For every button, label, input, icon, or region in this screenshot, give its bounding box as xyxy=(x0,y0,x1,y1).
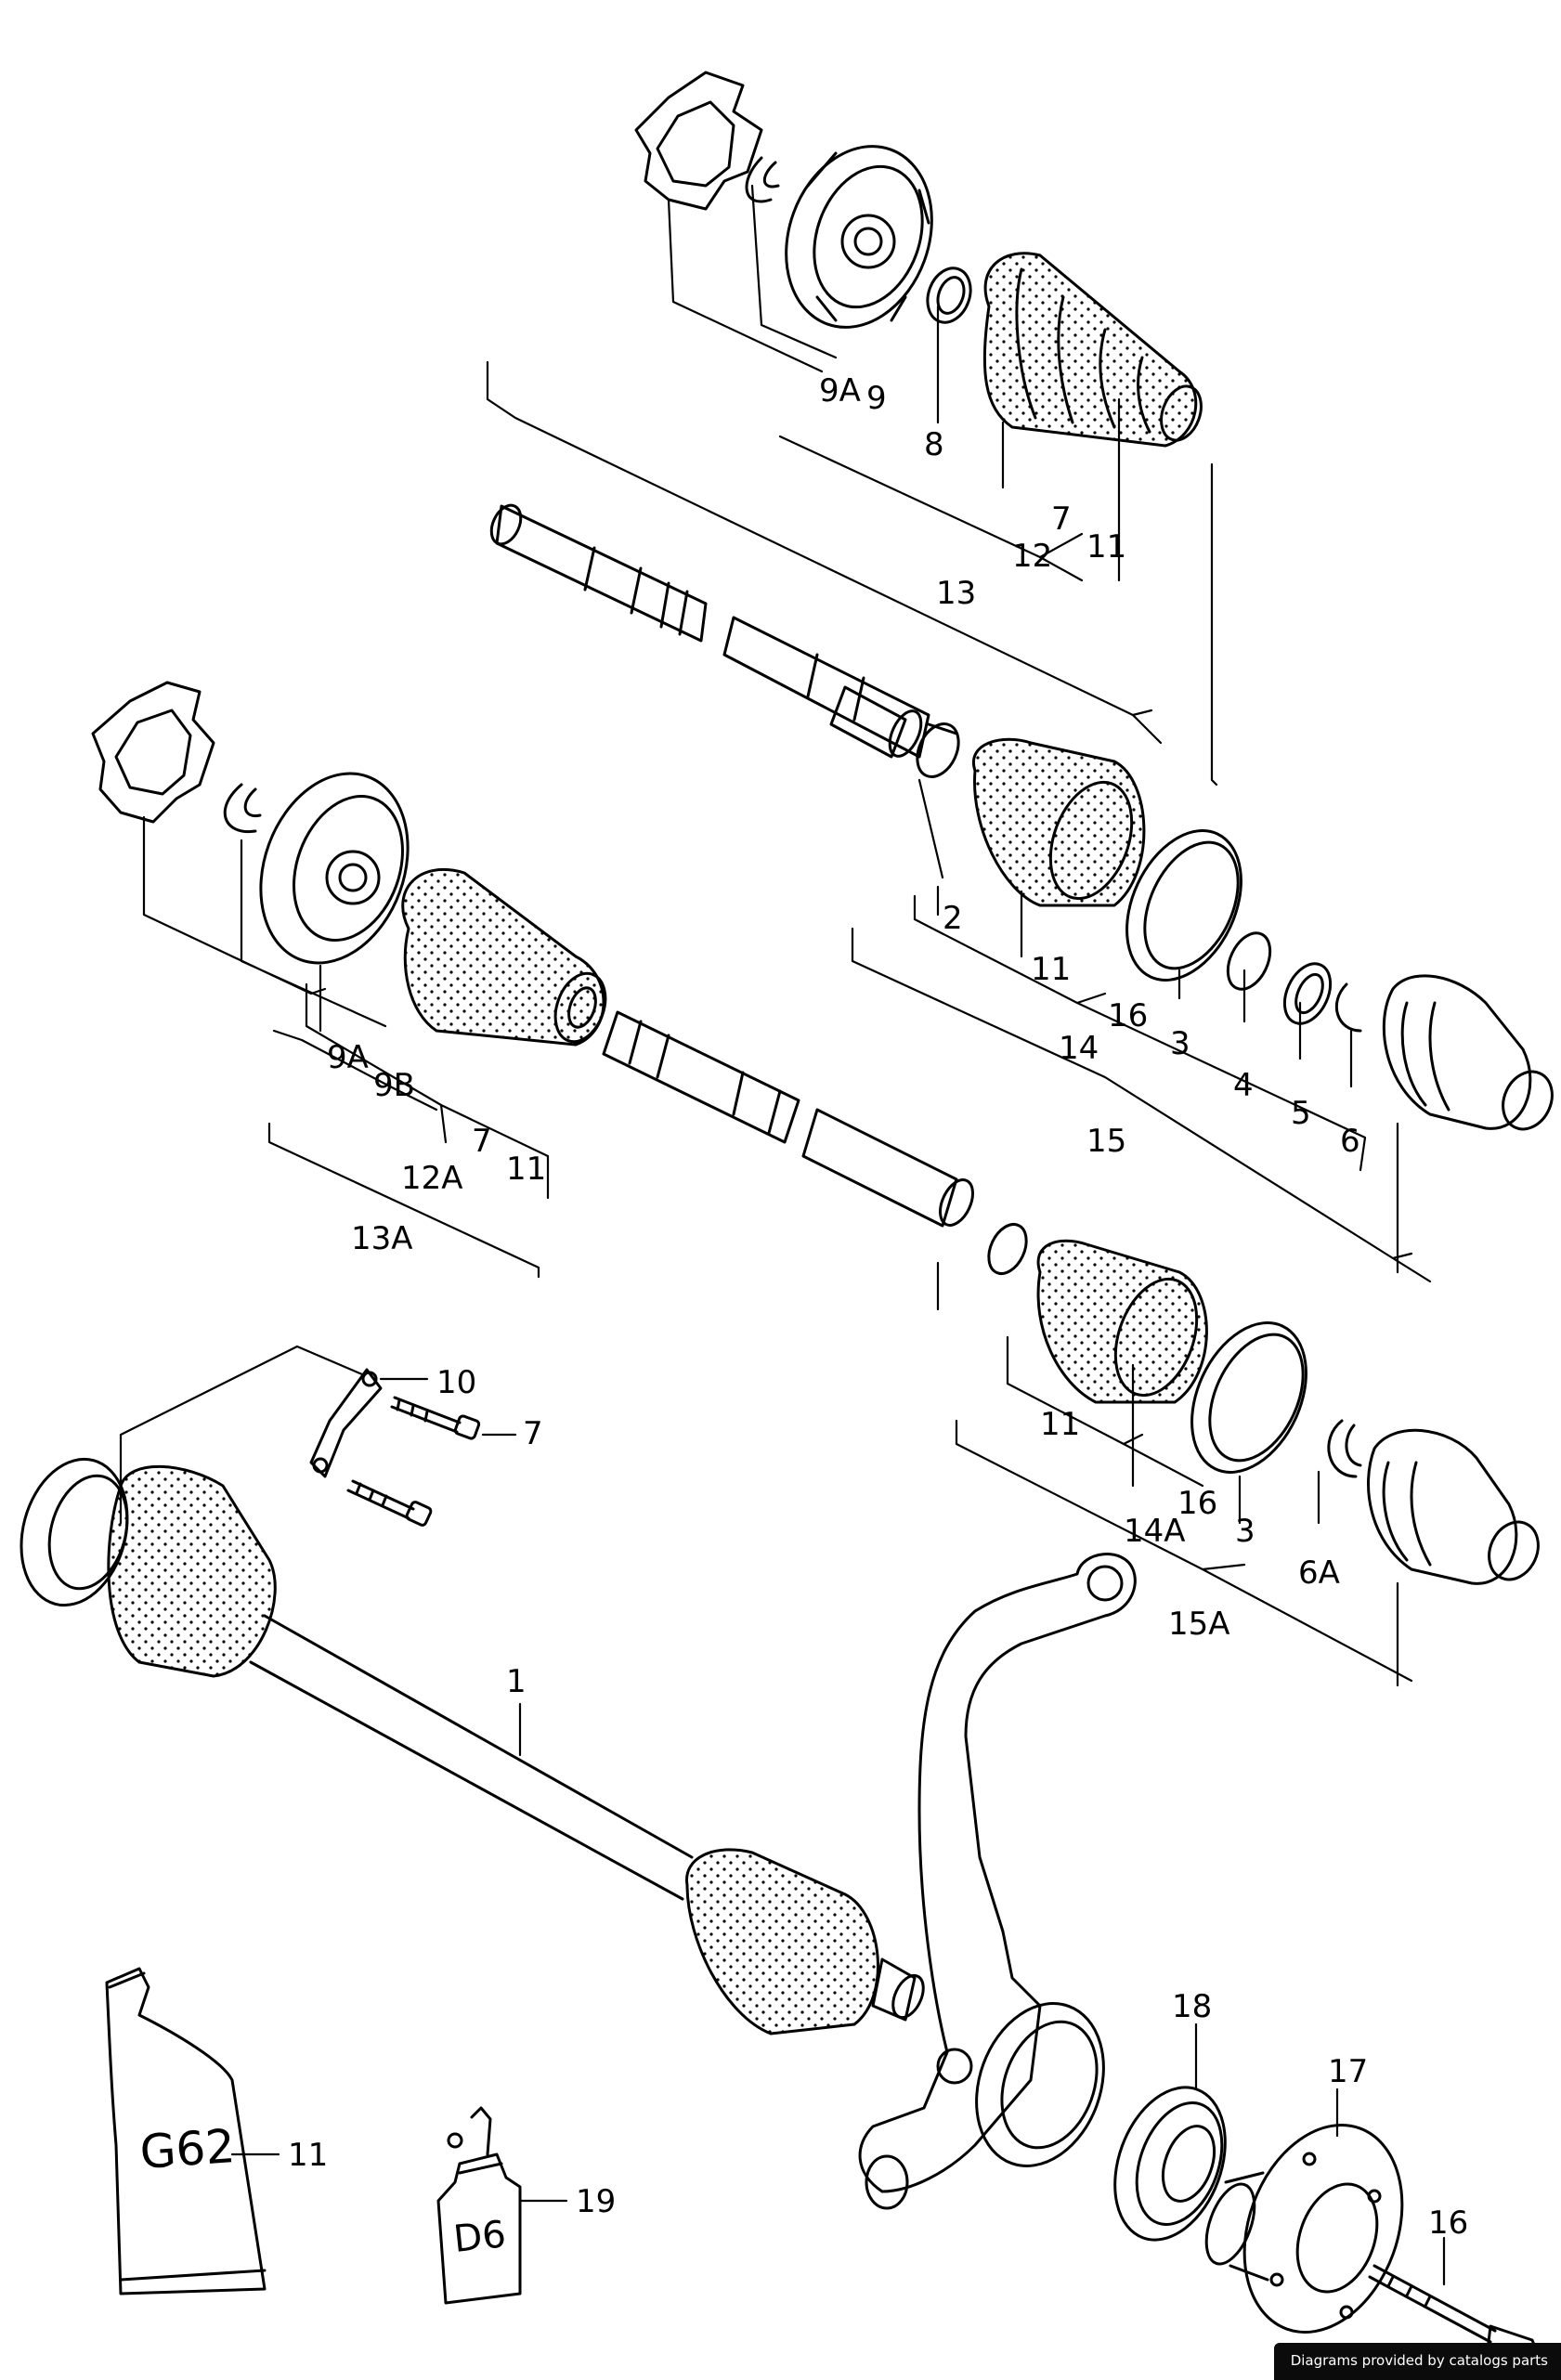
label-11-top: 11 xyxy=(1086,528,1126,566)
axle-shaft xyxy=(249,1614,694,1901)
steering-knuckle xyxy=(858,1553,1137,2210)
label-2: 2 xyxy=(943,900,963,937)
label-10: 10 xyxy=(436,1364,476,1401)
label-5: 5 xyxy=(1291,1095,1311,1132)
mid-outer-joint xyxy=(1367,1428,1540,1585)
bolt-lower xyxy=(346,1479,433,1527)
label-7-left: 7 xyxy=(472,1123,492,1160)
leader-lines xyxy=(119,184,1446,2286)
upper-boot-2 xyxy=(971,737,1146,907)
label-11-mid: 11 xyxy=(1031,951,1071,988)
wheel-hub xyxy=(1204,2124,1404,2334)
label-3-low: 3 xyxy=(1235,1513,1255,1550)
bolt-upper xyxy=(390,1396,481,1440)
mid-boot-2 xyxy=(1036,1239,1208,1404)
mid-clamp xyxy=(987,1223,1028,1275)
label-8: 8 xyxy=(924,426,944,463)
label-3-mid: 3 xyxy=(1170,1025,1190,1062)
label-14a: 14A xyxy=(1124,1513,1186,1550)
mid-boot xyxy=(401,867,607,1047)
mid-cv-joint xyxy=(259,772,410,965)
label-13: 13 xyxy=(936,575,976,612)
top-washer xyxy=(926,267,972,324)
upper-outer-joint xyxy=(1382,974,1554,1131)
label-6: 6 xyxy=(1340,1123,1360,1160)
upper-rings xyxy=(1226,931,1362,1033)
label-9a-left: 9A xyxy=(327,1039,369,1076)
label-7-bolt: 7 xyxy=(523,1415,543,1452)
label-9b: 9B xyxy=(373,1067,415,1104)
upper-shaft-spline xyxy=(829,685,923,759)
axle-outer-boot xyxy=(685,1848,925,2035)
label-16-mid: 16 xyxy=(1108,997,1148,1034)
part-labels: 9A 9 8 7 11 12 13 2 11 16 3 4 5 6 14 15 … xyxy=(288,372,1468,2242)
top-cv-joint xyxy=(785,145,933,329)
axle-inner-boot xyxy=(107,1464,277,1678)
label-6a: 6A xyxy=(1298,1554,1340,1592)
mid-circlip-6a xyxy=(1327,1419,1362,1478)
label-19: 19 xyxy=(576,2183,616,2220)
oil-bottle xyxy=(436,2106,522,2305)
label-18: 18 xyxy=(1172,1988,1212,2025)
upper-clamp xyxy=(916,722,960,778)
mid-gasket xyxy=(91,681,215,824)
label-15a: 15A xyxy=(1168,1606,1230,1643)
wheel-bearing xyxy=(1113,2086,1227,2242)
bracket xyxy=(309,1368,383,1478)
top-circlip xyxy=(745,156,780,203)
label-13a: 13A xyxy=(351,1220,413,1257)
label-16-bolt: 16 xyxy=(1428,2204,1468,2242)
mid-circlip xyxy=(223,783,262,834)
label-9a-top: 9A xyxy=(819,372,861,410)
mid-shaft xyxy=(602,1010,974,1228)
credit-badge: Diagrams provided by catalogs parts xyxy=(1273,2343,1561,2380)
label-7-top: 7 xyxy=(1051,501,1072,538)
oil-mark: D6 xyxy=(451,2213,508,2261)
label-17: 17 xyxy=(1328,2053,1368,2090)
top-gasket xyxy=(634,71,763,211)
upper-shaft xyxy=(489,503,930,759)
label-16-low: 16 xyxy=(1177,1485,1217,1522)
label-12a: 12A xyxy=(401,1160,463,1197)
label-9-top: 9 xyxy=(866,380,887,417)
grease-mark: G62 xyxy=(138,2119,237,2179)
label-12: 12 xyxy=(1012,538,1052,575)
label-11-left: 11 xyxy=(506,1151,546,1188)
label-11-grease: 11 xyxy=(288,2137,328,2174)
label-4: 4 xyxy=(1233,1067,1254,1104)
label-14: 14 xyxy=(1059,1030,1099,1067)
upper-band-clamp xyxy=(1125,829,1242,982)
grease-tube xyxy=(105,1967,267,2295)
label-15: 15 xyxy=(1086,1123,1126,1160)
label-11-low: 11 xyxy=(1040,1406,1080,1443)
top-boot xyxy=(982,252,1203,448)
label-1: 1 xyxy=(506,1663,527,1700)
mid-band-clamp xyxy=(1190,1321,1307,1474)
